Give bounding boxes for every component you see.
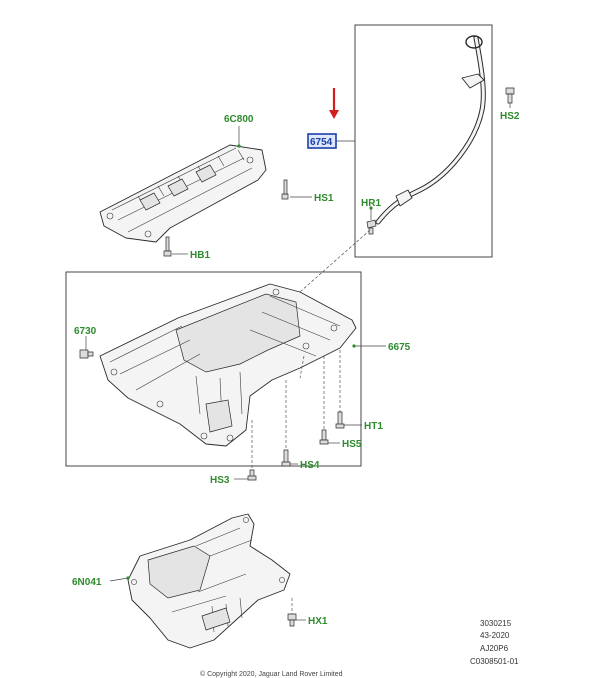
- selected-part-box[interactable]: [307, 133, 337, 149]
- dipstick-handle: [465, 35, 483, 49]
- ref-line-2: 43-2020: [480, 631, 510, 640]
- label-hs4[interactable]: HS4: [300, 460, 320, 471]
- bolt-hb1[interactable]: [163, 236, 172, 257]
- label-hx1[interactable]: HX1: [308, 616, 328, 627]
- copyright-notice: © Copyright 2020, Jaguar Land Rover Limi…: [200, 670, 343, 678]
- label-hr1[interactable]: HR1: [361, 198, 381, 209]
- dipstick-bracket: [461, 73, 485, 89]
- label-hs1[interactable]: HS1: [314, 193, 334, 204]
- oil-pan-shield[interactable]: [127, 513, 291, 649]
- dipstick-tube[interactable]: [375, 35, 486, 225]
- label-6754[interactable]: 6754: [310, 137, 333, 148]
- stud-hs3[interactable]: [247, 469, 257, 481]
- bolt-hr1[interactable]: [366, 219, 377, 235]
- dipstick-collar: [395, 189, 413, 207]
- oil-pan-group: 6675 6730: [65, 271, 411, 470]
- dipstick-alignment-line: [239, 229, 371, 346]
- ref-line-3: AJ20P6: [480, 644, 509, 653]
- bolt-hx1[interactable]: [287, 613, 297, 627]
- upper-case-group: 6C800 HS1 HB1: [99, 114, 334, 261]
- label-hs2[interactable]: HS2: [500, 111, 520, 122]
- dipstick-group: HS2 HR1 6754: [307, 24, 520, 258]
- shield-group: 6N041 HX1: [72, 513, 328, 649]
- stud-hs5[interactable]: [319, 429, 329, 445]
- drain-plug-6730[interactable]: [79, 349, 94, 359]
- label-hs3[interactable]: HS3: [210, 475, 230, 486]
- oil-pan-frame: [65, 271, 362, 467]
- stud-hs2[interactable]: [505, 87, 515, 104]
- label-hb1[interactable]: HB1: [190, 250, 210, 261]
- selection-arrow: [329, 88, 339, 119]
- upper-oil-pan-case[interactable]: [99, 144, 267, 243]
- label-6c800[interactable]: 6C800: [224, 114, 254, 125]
- stud-hs1[interactable]: [281, 179, 289, 200]
- reference-block: 3030215 43-2020 AJ20P6 C0308501-01: [470, 619, 519, 666]
- label-ht1[interactable]: HT1: [364, 421, 383, 432]
- label-6n041[interactable]: 6N041: [72, 577, 102, 588]
- stud-ht1[interactable]: [335, 411, 345, 429]
- stud-hs4[interactable]: [281, 449, 291, 467]
- label-hs5[interactable]: HS5: [342, 439, 362, 450]
- ref-line-1: 3030215: [480, 619, 512, 628]
- ref-line-4: C0308501-01: [470, 657, 519, 666]
- label-6730[interactable]: 6730: [74, 326, 97, 337]
- label-6675[interactable]: 6675: [388, 342, 411, 353]
